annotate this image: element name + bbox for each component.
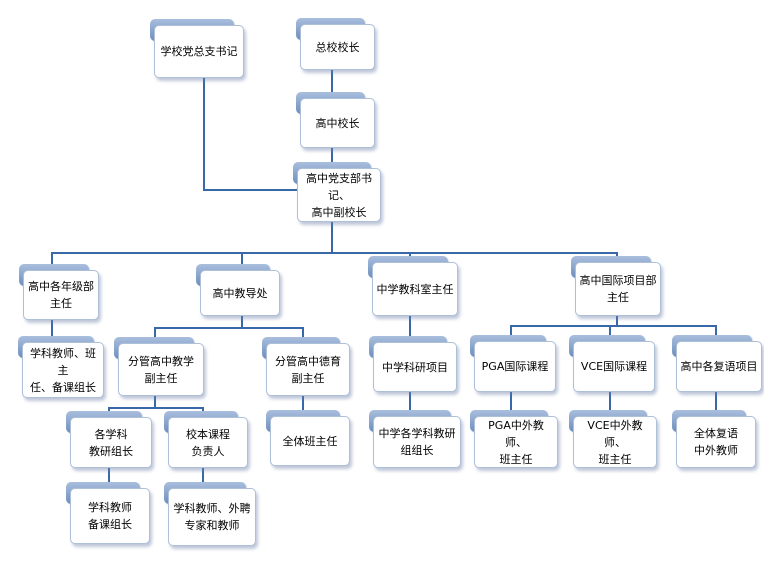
- node-label: VCE国际课程: [573, 341, 655, 392]
- node-academic-affairs: 高中教导处: [196, 264, 280, 316]
- node-research-projects: 中学科研项目: [369, 336, 457, 392]
- node-subject-research-group-heads: 中学各学科教研 组组长: [369, 410, 461, 468]
- connector-intl-down: [616, 316, 618, 326]
- connector-deputy-teaching-down: [154, 396, 156, 408]
- node-teachers-class-heads: 学科教师、班主 任、备课组长: [18, 336, 104, 398]
- connector-affairs-down: [241, 316, 243, 328]
- node-vce-course: VCE国际课程: [569, 335, 655, 392]
- node-research-office-director: 中学教科室主任: [368, 256, 458, 316]
- node-label: 分管高中教学 副主任: [118, 343, 204, 396]
- connector-to-pga: [510, 325, 512, 341]
- connector-projects-to-group-heads: [409, 392, 411, 416]
- node-label: 高中国际项目部 主任: [575, 262, 661, 316]
- connector-to-deputy-teaching: [154, 327, 156, 343]
- node-label: 学科教师 备课组长: [70, 488, 150, 544]
- node-label: VCE中外教师、 班主任: [573, 416, 657, 468]
- connector-level2-bus: [51, 252, 618, 254]
- node-label: 学校党总支书记: [154, 25, 244, 78]
- connector-repeat-to-teachers: [715, 392, 717, 416]
- connector-grade-heads-to-teachers: [51, 320, 53, 342]
- node-teachers-external-experts: 学科教师、外聘 专家和教师: [164, 482, 256, 546]
- node-label: 高中各复语项目: [676, 341, 762, 392]
- node-label: 学科教师、外聘 专家和教师: [168, 488, 256, 546]
- connector-hs-principal-to-vice: [331, 148, 333, 168]
- node-subject-teachers-lesson-heads: 学科教师 备课组长: [66, 482, 150, 544]
- connector-party-secretary-down: [203, 78, 205, 190]
- connector-to-deputy-moral: [302, 327, 304, 343]
- node-vce-teachers: VCE中外教师、 班主任: [569, 410, 657, 468]
- node-label: 高中教导处: [200, 270, 280, 316]
- node-label: 中学科研项目: [373, 342, 457, 392]
- node-general-principal: 总校校长: [296, 18, 375, 70]
- node-subject-research-heads: 各学科 教研组长: [66, 411, 152, 468]
- node-label: 学科教师、班主 任、备课组长: [22, 342, 104, 398]
- node-label: 高中各年级部 主任: [23, 270, 99, 320]
- connector-curriculum-leads-to-teachers: [202, 468, 204, 488]
- node-label: 分管高中德育 副主任: [266, 343, 350, 396]
- node-label: 高中党支部书记、 高中副校长: [297, 168, 381, 222]
- connector-deputy-teaching-bus: [108, 407, 204, 409]
- node-label: 各学科 教研组长: [70, 417, 152, 468]
- node-label: PGA中外教师、 班主任: [474, 416, 558, 468]
- node-high-school-principal: 高中校长: [296, 92, 375, 148]
- node-repeat-teachers: 全体复语 中外教师: [672, 410, 756, 468]
- node-label: PGA国际课程: [474, 341, 556, 392]
- node-label: 中学教科室主任: [372, 262, 458, 316]
- node-label: 全体复语 中外教师: [676, 416, 756, 468]
- node-pga-course: PGA国际课程: [470, 335, 556, 392]
- node-intl-dept-director: 高中国际项目部 主任: [571, 256, 661, 316]
- connector-to-academic-affairs: [241, 252, 243, 270]
- connector-vice-down: [331, 222, 333, 253]
- node-label: 高中校长: [300, 98, 375, 148]
- connector-to-all-class-heads: [302, 396, 304, 416]
- node-label: 中学各学科教研 组组长: [373, 416, 461, 468]
- connector-affairs-bus: [154, 327, 304, 329]
- node-hs-party-secretary-vice-principal: 高中党支部书记、 高中副校长: [293, 162, 381, 222]
- node-label: 校本课程 负责人: [168, 417, 248, 468]
- connector-to-grade-heads: [51, 252, 53, 270]
- connector-research-to-projects: [409, 316, 411, 342]
- node-school-curriculum-leads: 校本课程 负责人: [164, 411, 248, 468]
- connector-to-vce: [609, 325, 611, 341]
- node-school-party-secretary: 学校党总支书记: [150, 19, 244, 78]
- node-deputy-moral: 分管高中德育 副主任: [262, 337, 350, 396]
- node-pga-teachers: PGA中外教师、 班主任: [470, 410, 558, 468]
- connector-intl-bus: [510, 325, 717, 327]
- connector-pga-to-teachers: [510, 392, 512, 416]
- node-deputy-teaching: 分管高中教学 副主任: [114, 337, 204, 396]
- node-label: 总校校长: [300, 24, 375, 70]
- node-label: 全体班主任: [270, 416, 350, 466]
- node-grade-heads: 高中各年级部 主任: [19, 264, 99, 320]
- connector-to-repeat: [715, 325, 717, 341]
- connector-research-heads-to-teachers: [108, 468, 110, 488]
- node-repeat-programs: 高中各复语项目: [672, 335, 762, 392]
- connector-vce-to-teachers: [609, 392, 611, 416]
- node-all-class-heads: 全体班主任: [266, 410, 350, 466]
- connector-general-to-hs-principal: [331, 70, 333, 94]
- connector-party-secretary-across: [203, 189, 297, 191]
